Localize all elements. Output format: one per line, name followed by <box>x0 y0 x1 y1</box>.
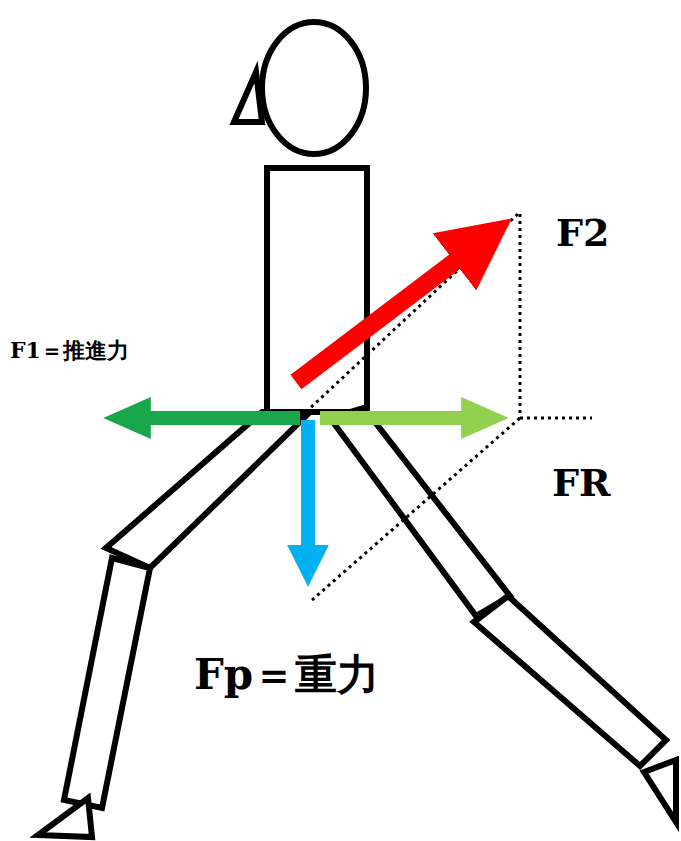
guide-line <box>519 214 522 418</box>
guide-line <box>520 417 592 420</box>
right-shin <box>474 596 666 766</box>
force-label: F1＝推進力 <box>10 338 129 362</box>
right-thigh <box>330 408 510 616</box>
force-arrow-fr <box>320 411 492 425</box>
force-arrow-f2 <box>296 238 486 382</box>
head <box>262 22 366 154</box>
force-label: F2 <box>556 212 609 254</box>
left-thigh <box>106 412 306 568</box>
right-foot <box>644 760 676 822</box>
guide-line <box>312 418 520 600</box>
force-label: Fp＝重力 <box>194 652 379 698</box>
force-label: FR <box>552 462 611 504</box>
force-arrow-f1 <box>120 411 300 425</box>
left-shin <box>64 558 150 808</box>
force-arrow-fp <box>301 420 315 570</box>
left-foot <box>38 798 92 837</box>
ponytail <box>234 72 262 122</box>
